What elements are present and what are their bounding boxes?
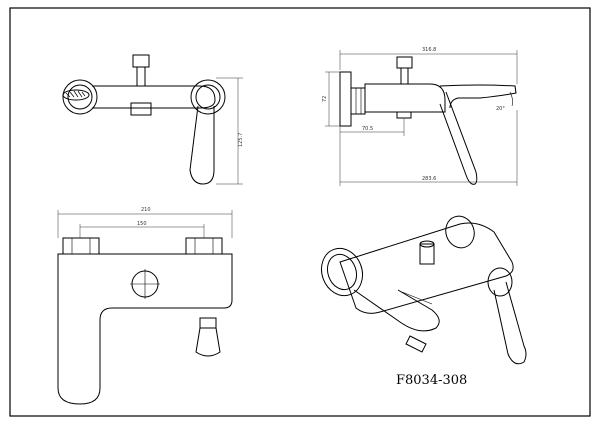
- front-lower-nut: [130, 102, 152, 116]
- top-left-connector: [62, 237, 100, 255]
- side-wall-flange: [339, 71, 352, 127]
- iso-body: [339, 222, 514, 314]
- front-body: [92, 85, 216, 109]
- top-view: [57, 237, 233, 405]
- top-handle-base: [199, 317, 217, 329]
- dim-front-height: 125.7: [238, 133, 244, 147]
- sheet-border: [9, 7, 591, 417]
- front-left-connector-inner: [67, 84, 93, 110]
- front-aerator-hatch: [65, 90, 86, 98]
- iso-spout-shelf: [353, 289, 440, 332]
- iso-diverter-knob: [419, 243, 435, 265]
- side-dimensions: [325, 50, 518, 186]
- front-handle-lever: [189, 105, 215, 185]
- dim-side-overall: 316.8: [422, 47, 436, 53]
- dim-top-center-distance: 150: [137, 221, 147, 227]
- front-view: [62, 54, 226, 185]
- dim-spout-angle: 20°: [496, 106, 505, 112]
- top-dimensions: [57, 210, 233, 238]
- side-angle-arc: [509, 91, 513, 107]
- side-spout: [439, 84, 517, 109]
- iso-handle-hub: [487, 267, 513, 297]
- top-body: [57, 253, 233, 405]
- iso-left-connector-outer: [320, 247, 364, 297]
- isometric-view: [320, 215, 527, 365]
- side-connector-nut: [350, 87, 366, 115]
- iso-left-connector-inner: [326, 253, 358, 291]
- iso-right-connector: [445, 215, 475, 249]
- side-lower-nut: [396, 111, 412, 119]
- side-diverter-knob: [396, 56, 413, 69]
- front-aerator: [62, 89, 90, 101]
- iso-diverter-top: [419, 240, 435, 248]
- dim-top-outer-width: 210: [141, 207, 151, 213]
- side-handle-lever: [439, 91, 478, 185]
- iso-spout-outlet: [405, 335, 427, 353]
- side-body: [364, 83, 446, 113]
- front-diverter-knob: [132, 54, 150, 68]
- dim-side-offset: 70.5: [362, 126, 373, 132]
- front-right-connector-outer: [190, 79, 226, 115]
- side-view: [339, 56, 517, 185]
- dim-side-bottom: 283.6: [422, 176, 436, 182]
- top-handle-lever: [195, 327, 221, 357]
- model-number: F8034-308: [396, 373, 467, 388]
- front-right-connector-inner: [195, 84, 221, 110]
- dim-side-height: 72: [322, 96, 328, 102]
- front-left-connector-outer: [62, 79, 98, 115]
- iso-handle-lever: [493, 281, 527, 365]
- top-right-connector: [185, 237, 223, 255]
- front-height-dimension: [216, 77, 243, 185]
